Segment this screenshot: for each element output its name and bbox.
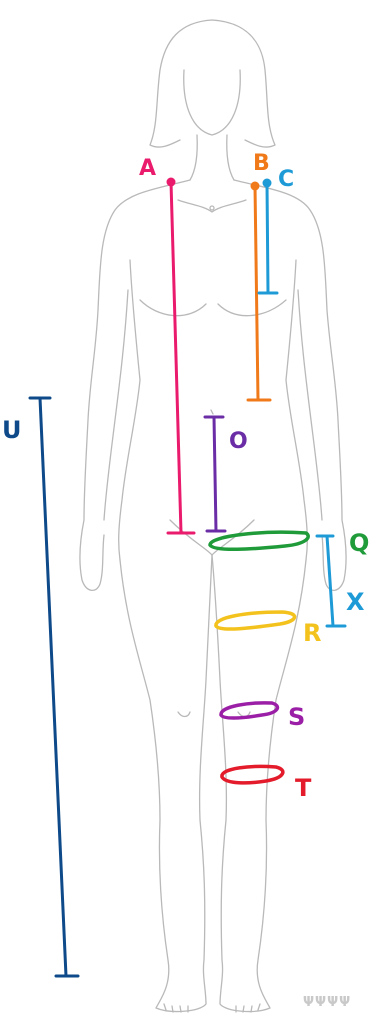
toe-lines: [163, 1003, 261, 1013]
measurement-t-label: T: [295, 774, 312, 802]
right-torso: [285, 259, 308, 561]
measurement-a-label: A: [139, 156, 156, 181]
navel: [210, 409, 214, 415]
collarbone-outline: [177, 199, 247, 213]
measurement-b-line: [253, 184, 260, 402]
measurement-o-line: [212, 415, 218, 533]
right-arm-outline: [233, 179, 347, 591]
face-outline: [183, 69, 241, 136]
measurement-c-label: C: [278, 167, 294, 192]
left-torso: [118, 259, 141, 561]
measurement-x: X: [315, 534, 365, 628]
bust-outline: [139, 299, 287, 317]
neck-dot: [209, 205, 215, 211]
measurement-b: B: [246, 151, 272, 402]
measurement-a-line: [169, 180, 183, 535]
measurement-s: S: [219, 701, 305, 731]
measurement-r: R: [214, 610, 321, 647]
measurement-a: A: [139, 156, 196, 535]
right-leg-outline: [211, 554, 307, 1013]
neck-outline: [189, 134, 235, 181]
measurement-o-label: O: [229, 429, 248, 454]
measurement-u-line: [38, 396, 68, 978]
female-figure-outline: [79, 19, 347, 1013]
measurement-r-label: R: [303, 619, 321, 647]
knee-marks: [177, 711, 251, 718]
measurement-t-ellipse: [220, 764, 285, 785]
measurement-o: O: [203, 415, 248, 533]
measurement-x-line: [325, 534, 335, 628]
left-leg-outline: [119, 554, 213, 1013]
measurement-x-label: X: [346, 588, 365, 616]
watermark: ΨΨΨΨ: [303, 995, 351, 1010]
left-arm-outline: [79, 179, 191, 591]
measurement-u-label: U: [2, 416, 22, 444]
measurement-r-ellipse: [214, 610, 297, 631]
measurement-q-label: Q: [349, 529, 369, 557]
left-inner-arm: [103, 289, 129, 521]
measurement-c-line: [265, 181, 270, 295]
measurement-u: U: [2, 396, 80, 978]
hair-outline: [149, 19, 276, 148]
measurement-marks: A B C O Q: [2, 151, 369, 978]
measurement-s-label: S: [288, 703, 305, 731]
measurement-q-ellipse: [208, 530, 310, 552]
measurement-b-label: B: [253, 151, 270, 176]
right-inner-arm: [297, 289, 323, 521]
measurement-c: C: [257, 167, 294, 295]
measurement-t: T: [220, 764, 312, 802]
measurement-q: Q: [208, 529, 369, 557]
measurement-s-ellipse: [219, 701, 280, 720]
